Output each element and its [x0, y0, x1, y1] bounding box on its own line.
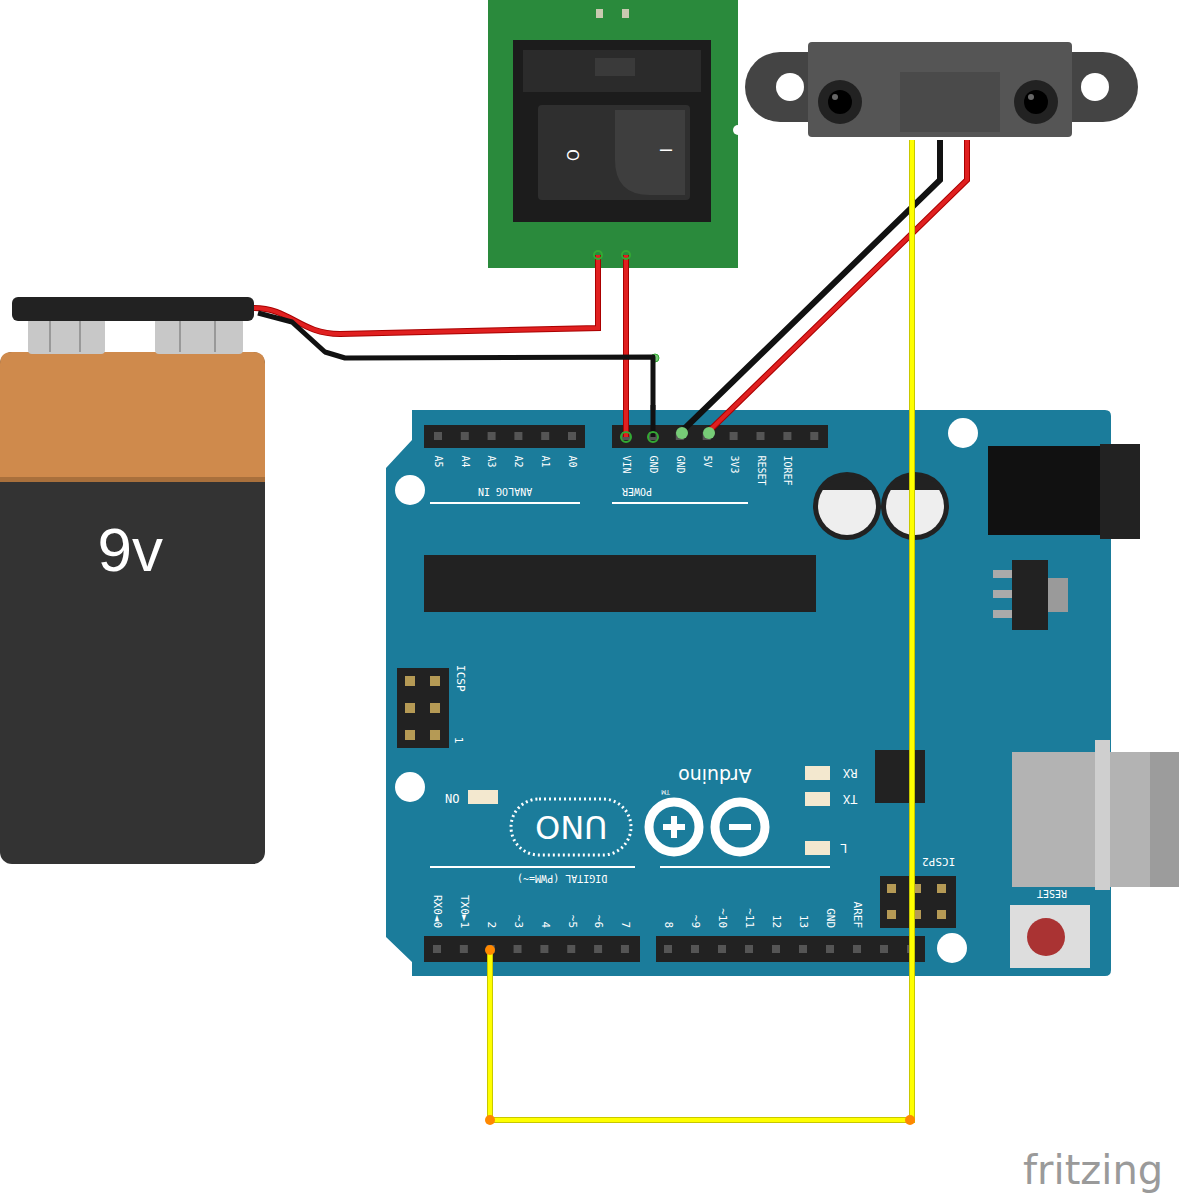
board-label: POWER [622, 486, 652, 497]
board-label: ON [445, 791, 459, 804]
switch-off-mark: O [564, 149, 581, 161]
board-label: ~5 [566, 915, 578, 928]
board-label: 8 [662, 921, 674, 928]
board-label: 7 [619, 921, 631, 928]
board-label: GND [675, 455, 686, 473]
board-label: ~10 [716, 908, 728, 928]
board-label: 13 [797, 915, 809, 928]
board-label: TX [843, 792, 857, 805]
board-label: RESET [1037, 888, 1067, 899]
ground-wire [258, 313, 653, 410]
battery-9v: 9v [0, 295, 258, 863]
switch-on-mark: I [657, 148, 674, 152]
board-label: 2 [485, 921, 497, 928]
board-label: TX0►1 [458, 895, 470, 928]
board-label: 4 [539, 921, 551, 928]
board-label: ICSP [454, 665, 466, 692]
board-label: ~9 [689, 915, 701, 928]
board-label: A3 [486, 455, 497, 467]
board-label: ~6 [592, 915, 604, 928]
board-label: Arduino [678, 765, 752, 786]
board-label: AREF [850, 902, 862, 929]
board-label: DIGITAL (PWM=~) [517, 873, 607, 884]
board-label: GND [824, 908, 836, 928]
board-label: VIN [621, 455, 632, 473]
board-label: GND [648, 455, 659, 473]
board-label: ICSP2 [922, 855, 955, 867]
board-label: L [840, 841, 847, 854]
board-label: ~11 [743, 908, 755, 928]
board-label: 1 [452, 737, 464, 744]
board-label: A1 [540, 455, 551, 467]
board-label: 12 [770, 915, 782, 928]
board-label: ~3 [512, 915, 524, 928]
battery-voltage: 9v [98, 516, 163, 584]
board-label: A5 [433, 455, 444, 467]
board-label: ANALOG IN [478, 486, 532, 497]
board-label: IOREF [782, 455, 793, 485]
board-label: RX0◄0 [431, 895, 443, 928]
wires [254, 140, 967, 1125]
board-label: 5V [702, 455, 713, 467]
arduino-board-illustration [386, 410, 1179, 976]
board-label: A2 [513, 455, 524, 467]
board-label: 3V3 [729, 455, 740, 473]
board-label: RX [843, 766, 857, 779]
rocker-switch [488, 0, 743, 268]
arduino-uno-board: A5A4A3A2A1A0VINGNDGND5V3V3RESETIOREFANAL… [385, 410, 1112, 976]
board-label: UNO [535, 809, 608, 844]
watermark: fritzing [1023, 1148, 1163, 1192]
battery-illustration [0, 297, 265, 864]
board-label: RESET [756, 455, 767, 485]
board-label: TM [661, 788, 670, 795]
board-label: A4 [460, 455, 471, 467]
board-label: A0 [567, 455, 578, 467]
distance-sensor [745, 42, 1138, 137]
